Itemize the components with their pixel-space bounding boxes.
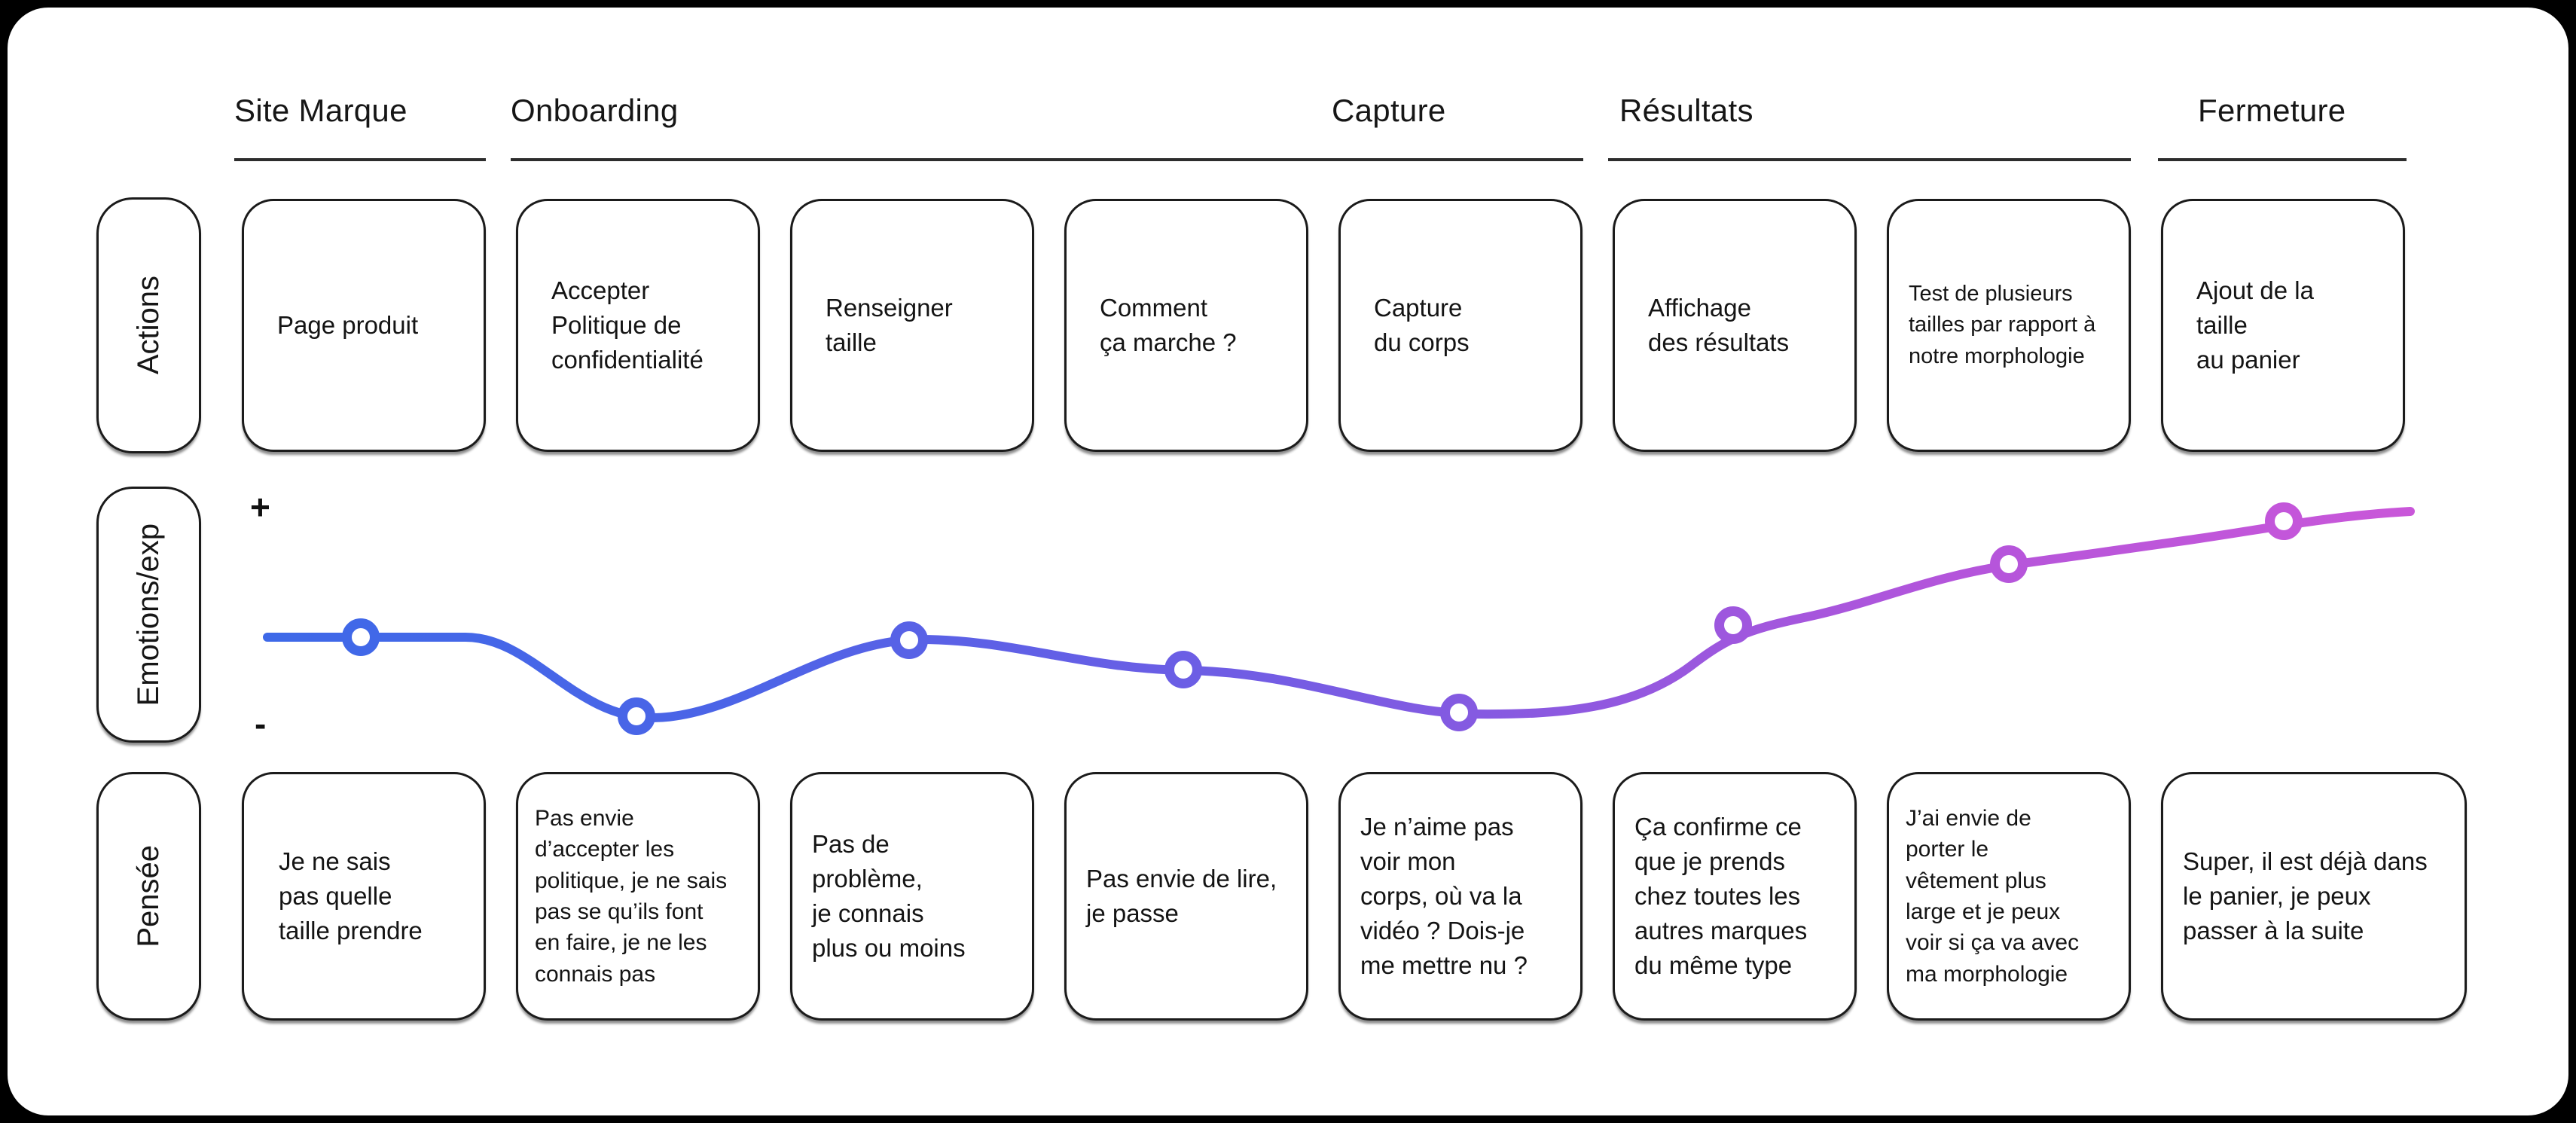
row-label-emotions-text: Emotions/exp (132, 523, 165, 706)
pensee-row: Je ne sais pas quelle taille prendre Pas… (242, 772, 2467, 1021)
pensee-card-vetement-large[interactable]: J’ai envie de porter le vêtement plus la… (1887, 772, 2131, 1021)
phase-label-onboarding: Onboarding (511, 93, 679, 128)
phase-underline-site-marque (234, 158, 486, 161)
pensee-card-ca-confirme[interactable]: Ça confirme ce que je prends chez toutes… (1613, 772, 1857, 1021)
row-label-emotions[interactable]: Emotions/exp (96, 487, 201, 743)
pensee-card-voir-mon-corps[interactable]: Je n’aime pas voir mon corps, où va la v… (1338, 772, 1583, 1021)
action-card-ajout-panier[interactable]: Ajout de la taille au panier (2161, 199, 2405, 452)
pensee-card-super-panier[interactable]: Super, il est déjà dans le panier, je pe… (2161, 772, 2467, 1021)
row-label-actions[interactable]: Actions (96, 197, 201, 453)
pensee-card-pas-de-probleme[interactable]: Pas de problème, je connais plus ou moin… (790, 772, 1034, 1021)
action-card-test-tailles[interactable]: Test de plusieurs tailles par rapport à … (1887, 199, 2131, 452)
phase-label-fermeture: Fermeture (2198, 93, 2346, 128)
phase-underline-resultats (1608, 158, 2131, 161)
action-card-comment-ca-marche[interactable]: Comment ça marche ? (1064, 199, 1308, 452)
phase-label-capture: Capture (1332, 93, 1446, 128)
phase-underline-fermeture (2158, 158, 2407, 161)
row-label-pensee[interactable]: Pensée (96, 772, 201, 1021)
pensee-card-taille-prendre[interactable]: Je ne sais pas quelle taille prendre (242, 772, 486, 1021)
action-card-page-produit[interactable]: Page produit (242, 199, 486, 452)
phase-label-site-marque: Site Marque (234, 93, 407, 128)
pensee-card-pas-envie-de-lire[interactable]: Pas envie de lire, je passe (1064, 772, 1308, 1021)
action-card-renseigner-taille[interactable]: Renseigner taille (790, 199, 1034, 452)
row-label-pensee-text: Pensée (132, 845, 165, 948)
row-label-actions-text: Actions (132, 276, 165, 375)
emotion-negative-sign: - (255, 704, 267, 743)
phase-underline-onboarding-capture (511, 158, 1583, 161)
action-card-accepter-politique[interactable]: Accepter Politique de confidentialité (516, 199, 760, 452)
pensee-card-politique[interactable]: Pas envie d’accepter les politique, je n… (516, 772, 760, 1021)
action-card-affichage-resultats[interactable]: Affichage des résultats (1613, 199, 1857, 452)
action-card-capture-du-corps[interactable]: Capture du corps (1338, 199, 1583, 452)
actions-row: Page produit Accepter Politique de confi… (242, 199, 2405, 452)
phase-label-resultats: Résultats (1619, 93, 1753, 128)
emotion-positive-sign: + (250, 487, 270, 526)
